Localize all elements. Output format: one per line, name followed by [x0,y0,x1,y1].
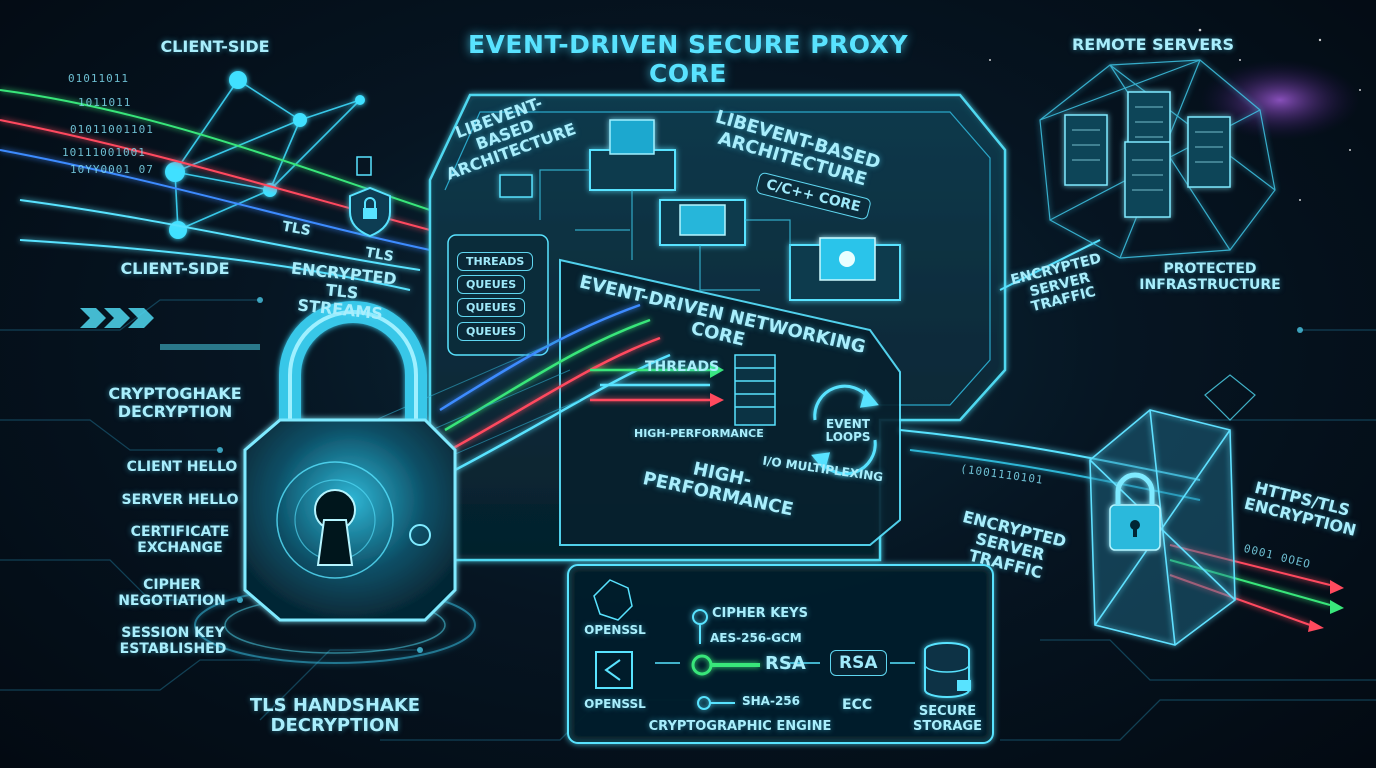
high-perf-small-label: HIGH-PERFORMANCE [634,427,764,440]
cryptoghake-decryption-label: CRYPTOGHAKE DECRYPTION [108,384,242,421]
queue-item-2: QUEUES [457,298,526,317]
chips [499,119,901,301]
ecc-label: ECC [842,697,873,713]
cube-lock-icon [1109,472,1161,551]
client-side-label-top: CLIENT-SIDE [160,37,270,56]
stars [989,28,1361,201]
protected-cube [1089,409,1236,646]
step-client-hello: CLIENT HELLO [126,459,238,475]
crypto-engine-panel [567,564,994,744]
remote-servers-label: REMOTE SERVERS [1071,35,1235,54]
step-session-key: SESSION KEY ESTABLISHED [119,625,227,657]
core-streams [439,303,710,472]
step-cipher-negotiation: CIPHER NEGOTIATION [118,577,226,609]
event-loop-icon [811,384,879,476]
client-binary-4: 10111001001 [62,146,146,159]
doc-icon [356,156,372,176]
buffer-stack [734,354,776,426]
secure-storage-label: SECURE STORAGE [913,704,982,734]
client-binary-3: 01011001101 [70,123,154,136]
queue-threads: THREADS [457,252,534,271]
db-icon [924,642,971,698]
client-side-label-bottom: CLIENT-SIDE [120,259,230,278]
queue-item-1: QUEUES [457,275,526,294]
page-title: EVENT-DRIVEN SECURE PROXY CORE [467,30,909,88]
small-crystal [1204,374,1256,421]
tls-handshake-label: TLS HANDSHAKE DECRYPTION [249,695,421,737]
client-binary-1: 01011011 [68,72,129,85]
cipher-keys-label: CIPHER KEYS [712,606,808,621]
server-racks [1064,91,1231,218]
shield-icon [349,186,391,238]
crypto-engine-label: CRYPTOGRAPHIC ENGINE [648,719,832,734]
step-certificate-exchange: CERTIFICATE EXCHANGE [130,524,230,556]
protected-infrastructure-label: PROTECTED INFRASTRUCTURE [1139,261,1281,293]
server-rack-lines [1072,106,1223,191]
event-loops-label: EVENT LOOPS [825,417,871,445]
padlock-icon [194,301,476,664]
sha-label: SHA-256 [742,694,801,708]
queue-item-3: QUEUES [457,322,526,341]
rsa-box: RSA [830,650,887,676]
client-binary-5: 10YY0001 07 [70,163,154,176]
step-server-hello: SERVER HELLO [121,492,239,508]
arrow-heads [710,362,724,407]
out-arrow-heads [1308,580,1344,632]
openssl-label-b: OPENSSL [584,697,646,711]
key-icons [691,609,760,710]
threads-label: THREADS [645,359,720,375]
aes-label: AES-256-GCM [710,631,802,645]
rsa-label: RSA [765,653,806,674]
chevrons [80,308,260,350]
client-binary-2: 1011011 [78,96,132,109]
openssl-label-a: OPENSSL [584,623,646,637]
chip-traces [539,169,791,291]
